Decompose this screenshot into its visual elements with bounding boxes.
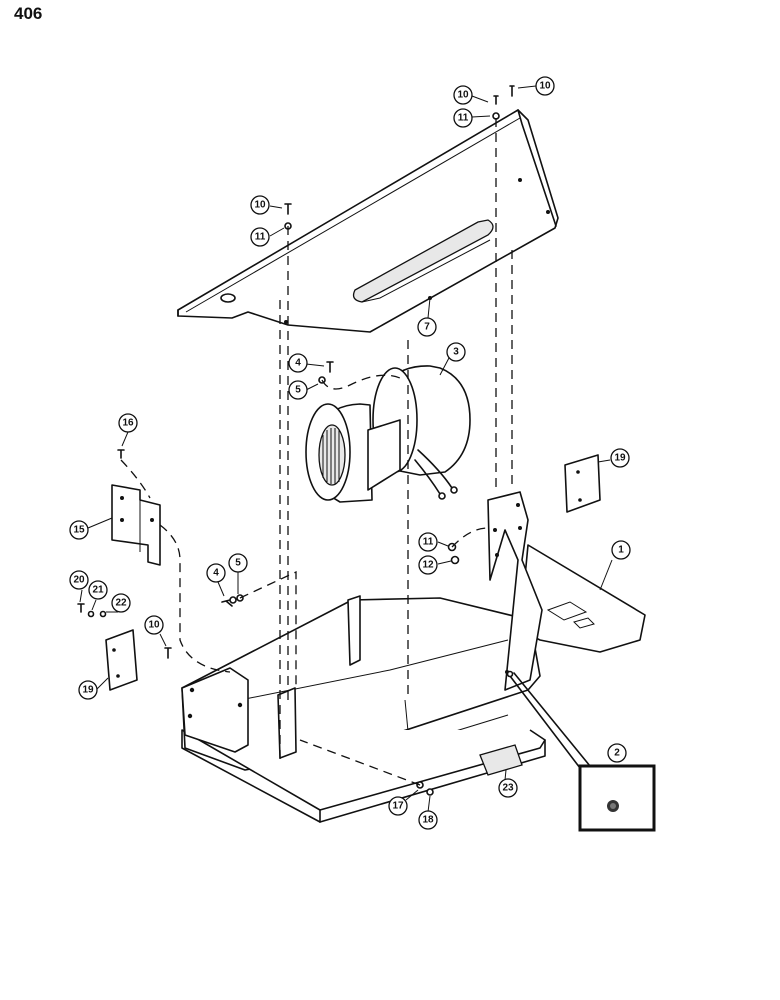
blower-assembly xyxy=(305,365,471,503)
svg-text:10: 10 xyxy=(539,81,551,92)
callout-20: 20 xyxy=(69,570,89,590)
svg-text:10: 10 xyxy=(148,620,160,631)
svg-text:10: 10 xyxy=(254,200,266,211)
callout-4-upper: 4 xyxy=(288,353,308,373)
callout-17: 17 xyxy=(388,796,408,816)
plug-detail-inset xyxy=(506,670,656,832)
callout-5-lower: 5 xyxy=(228,553,248,573)
plate-19-left xyxy=(105,629,138,691)
assembly-guide-lines xyxy=(120,118,513,786)
svg-text:7: 7 xyxy=(424,322,430,333)
svg-text:17: 17 xyxy=(392,801,404,812)
svg-text:11: 11 xyxy=(423,537,434,548)
callout-1: 1 xyxy=(611,540,631,560)
svg-text:19: 19 xyxy=(614,453,626,464)
callout-10-mid: 10 xyxy=(250,195,270,215)
svg-text:1: 1 xyxy=(618,545,624,556)
callout-11-lower: 11 xyxy=(418,532,438,552)
svg-text:4: 4 xyxy=(213,568,219,579)
svg-text:15: 15 xyxy=(73,525,85,536)
callout-10-top-left: 10 xyxy=(453,85,473,105)
callout-19-left: 19 xyxy=(78,680,98,700)
callout-12: 12 xyxy=(418,555,438,575)
svg-text:16: 16 xyxy=(122,418,134,429)
bracket-15 xyxy=(111,484,161,566)
callout-21: 21 xyxy=(88,580,108,600)
svg-text:5: 5 xyxy=(295,385,301,396)
svg-text:23: 23 xyxy=(502,783,514,794)
svg-text:3: 3 xyxy=(453,347,459,358)
callout-16: 16 xyxy=(118,413,138,433)
callout-3: 3 xyxy=(446,342,466,362)
svg-text:5: 5 xyxy=(235,558,241,569)
svg-text:20: 20 xyxy=(73,575,85,586)
callout-4-lower: 4 xyxy=(206,563,226,583)
callout-23: 23 xyxy=(498,778,518,798)
pad-23 xyxy=(479,744,523,776)
callout-5-upper: 5 xyxy=(288,380,308,400)
svg-text:11: 11 xyxy=(255,232,266,243)
cover-slot-opening xyxy=(352,219,494,303)
callout-11-mid: 11 xyxy=(250,227,270,247)
svg-text:19: 19 xyxy=(82,685,94,696)
top-cover-plate xyxy=(177,109,559,333)
callout-19-right: 19 xyxy=(610,448,630,468)
svg-text:11: 11 xyxy=(458,113,469,124)
callout-18: 18 xyxy=(418,810,438,830)
svg-text:21: 21 xyxy=(92,585,104,596)
callout-22: 22 xyxy=(111,593,131,613)
page-number: 406 xyxy=(14,4,43,23)
svg-text:2: 2 xyxy=(614,748,620,759)
callout-7: 7 xyxy=(417,317,437,337)
svg-text:12: 12 xyxy=(422,560,434,571)
svg-text:22: 22 xyxy=(115,598,127,609)
base-frame xyxy=(181,491,646,823)
callout-2: 2 xyxy=(607,743,627,763)
callout-10-lower: 10 xyxy=(144,615,164,635)
svg-text:18: 18 xyxy=(422,815,434,826)
svg-text:10: 10 xyxy=(457,90,469,101)
callout-leaders xyxy=(79,85,613,813)
callout-15: 15 xyxy=(69,520,89,540)
callout-10-top-right: 10 xyxy=(535,76,555,96)
svg-text:4: 4 xyxy=(295,358,301,369)
plate-19-right xyxy=(564,454,601,513)
callout-11-top: 11 xyxy=(453,108,473,128)
